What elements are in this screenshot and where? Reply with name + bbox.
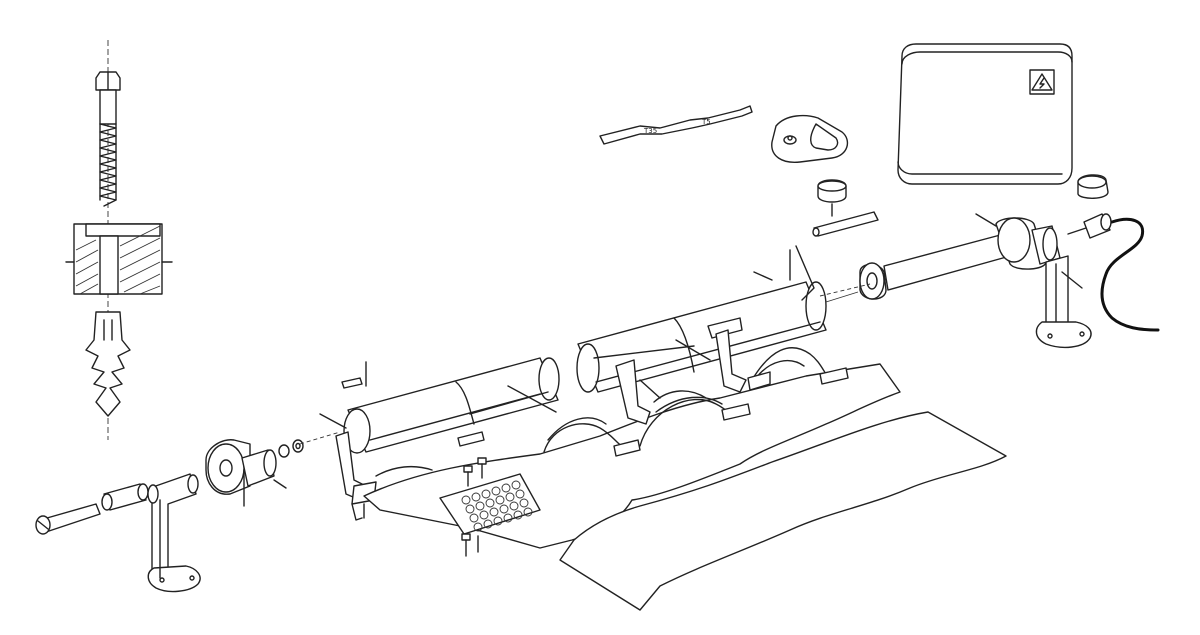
left-support-leg-icon xyxy=(147,473,201,593)
crank-handle-icon xyxy=(812,179,879,237)
anchor-bolt-assembly-icon xyxy=(65,40,173,440)
bearing-flange-icon xyxy=(205,431,341,507)
roller-tube-icon xyxy=(319,357,560,454)
key-fob-remote-icon xyxy=(771,114,849,163)
strap-label-t35: T35 xyxy=(643,127,657,135)
strap-label-t5: T5 xyxy=(701,118,711,126)
tube-strap-clip-icon xyxy=(615,317,771,425)
control-box-icon xyxy=(897,43,1073,185)
electrical-warning-icon xyxy=(1039,77,1045,89)
right-support-leg-icon xyxy=(1035,255,1092,349)
buckle-strap-icon: T35 T5 xyxy=(599,105,753,145)
bubble-mat-sample-icon xyxy=(439,457,541,557)
buckle-strap-icon xyxy=(543,347,849,457)
end-cap-icon xyxy=(35,483,149,535)
motor-drive-axle-icon xyxy=(819,213,1061,303)
linkage-arm-icon xyxy=(795,245,815,301)
roller-tube-icon xyxy=(576,249,827,399)
power-cable-icon xyxy=(1067,174,1160,332)
